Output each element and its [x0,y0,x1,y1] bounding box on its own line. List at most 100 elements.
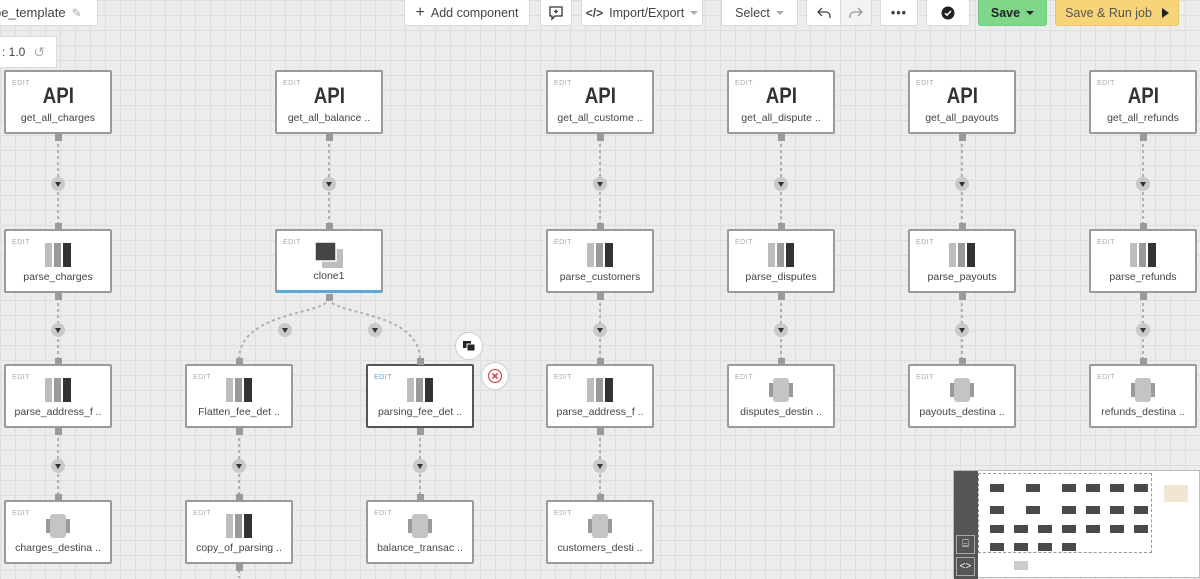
node-edit-link[interactable]: EDIT [554,80,572,87]
collapse-toggle-icon[interactable] [1136,323,1150,337]
node-edit-link[interactable]: EDIT [283,239,301,246]
node-edit-link[interactable]: EDIT [193,374,211,381]
minimap[interactable]: ⌸ <> [953,470,1200,579]
connection-port[interactable] [54,357,62,365]
connection-port[interactable] [1139,222,1147,230]
connection-port[interactable] [325,293,333,301]
pencil-icon[interactable]: ✎ [71,5,82,20]
add-note-button[interactable] [540,0,572,26]
collapse-toggle-icon[interactable] [1136,177,1150,191]
connection-port[interactable] [235,357,243,365]
connection-port[interactable] [596,222,604,230]
select-dropdown[interactable]: Select [721,0,798,26]
node-edit-link[interactable]: EDIT [735,80,753,87]
expand-minimap-button[interactable]: <> [956,557,975,576]
connection-port[interactable] [416,493,424,501]
node-edit-link[interactable]: EDIT [374,510,392,517]
duplicate-button[interactable] [455,332,483,360]
node-edit-link[interactable]: EDIT [12,374,30,381]
collapse-toggle-icon[interactable] [593,177,607,191]
connection-port[interactable] [596,292,604,300]
collapse-toggle-icon[interactable] [368,323,382,337]
template-name-tab[interactable]: pe_template ✎ [0,0,98,26]
connection-port[interactable] [958,292,966,300]
delete-button[interactable] [481,362,509,390]
node-edit-link[interactable]: EDIT [12,510,30,517]
version-box[interactable]: : 1.0 ↺ [0,36,57,68]
connection-port[interactable] [596,133,604,141]
node-edit-link[interactable]: EDIT [12,239,30,246]
connection-port[interactable] [54,133,62,141]
node-edit-link[interactable]: EDIT [916,80,934,87]
node-edit-link[interactable]: EDIT [554,239,572,246]
connection-port[interactable] [235,427,243,435]
connection-port[interactable] [325,133,333,141]
connection-port[interactable] [777,357,785,365]
node-edit-link[interactable]: EDIT [12,80,30,87]
collapse-toggle-icon[interactable] [955,323,969,337]
validate-button[interactable] [926,0,970,26]
collapse-toggle-icon[interactable] [593,323,607,337]
connection-port[interactable] [54,292,62,300]
connection-port[interactable] [958,357,966,365]
node-edit-link[interactable]: EDIT [283,80,301,87]
node-edit-link[interactable]: EDIT [1097,80,1115,87]
connection-port[interactable] [596,357,604,365]
save-button[interactable]: Save [978,0,1047,26]
connection-port[interactable] [54,493,62,501]
connection-port[interactable] [1139,133,1147,141]
connection-port[interactable] [777,292,785,300]
collapse-toggle-icon[interactable] [413,459,427,473]
collapse-toggle-icon[interactable] [955,177,969,191]
minimap-scroll[interactable] [1014,561,1028,570]
node-edit-link[interactable]: EDIT [1097,239,1115,246]
undo-button[interactable] [806,0,840,26]
node-edit-link[interactable]: EDIT [916,239,934,246]
connection-port[interactable] [54,427,62,435]
save-run-button[interactable]: Save & Run job [1055,0,1179,26]
connection-port[interactable] [54,222,62,230]
connection-port[interactable] [416,427,424,435]
connection-port[interactable] [958,222,966,230]
more-button[interactable]: ••• [880,0,918,26]
collapse-toggle-icon[interactable] [51,323,65,337]
node-edit-link[interactable]: EDIT [374,374,392,381]
node-edit-link[interactable]: EDIT [916,374,934,381]
connection-port[interactable] [416,357,424,365]
node-edit-link[interactable]: EDIT [735,239,753,246]
node-edit-link[interactable]: EDIT [1097,374,1115,381]
collapse-toggle-icon[interactable] [51,459,65,473]
node-edit-link[interactable]: EDIT [193,510,211,517]
connection-port[interactable] [235,563,243,571]
connection-port[interactable] [958,133,966,141]
import-export-button[interactable]: </> Import/Export [581,0,703,26]
minimap-viewport[interactable] [978,473,1152,553]
connection-port[interactable] [777,222,785,230]
connection-port[interactable] [235,493,243,501]
reset-icon[interactable]: ↺ [33,43,46,60]
connection-port[interactable] [596,427,604,435]
node-edit-link[interactable]: EDIT [735,374,753,381]
connection-port[interactable] [1139,357,1147,365]
collapse-toggle-icon[interactable] [774,177,788,191]
